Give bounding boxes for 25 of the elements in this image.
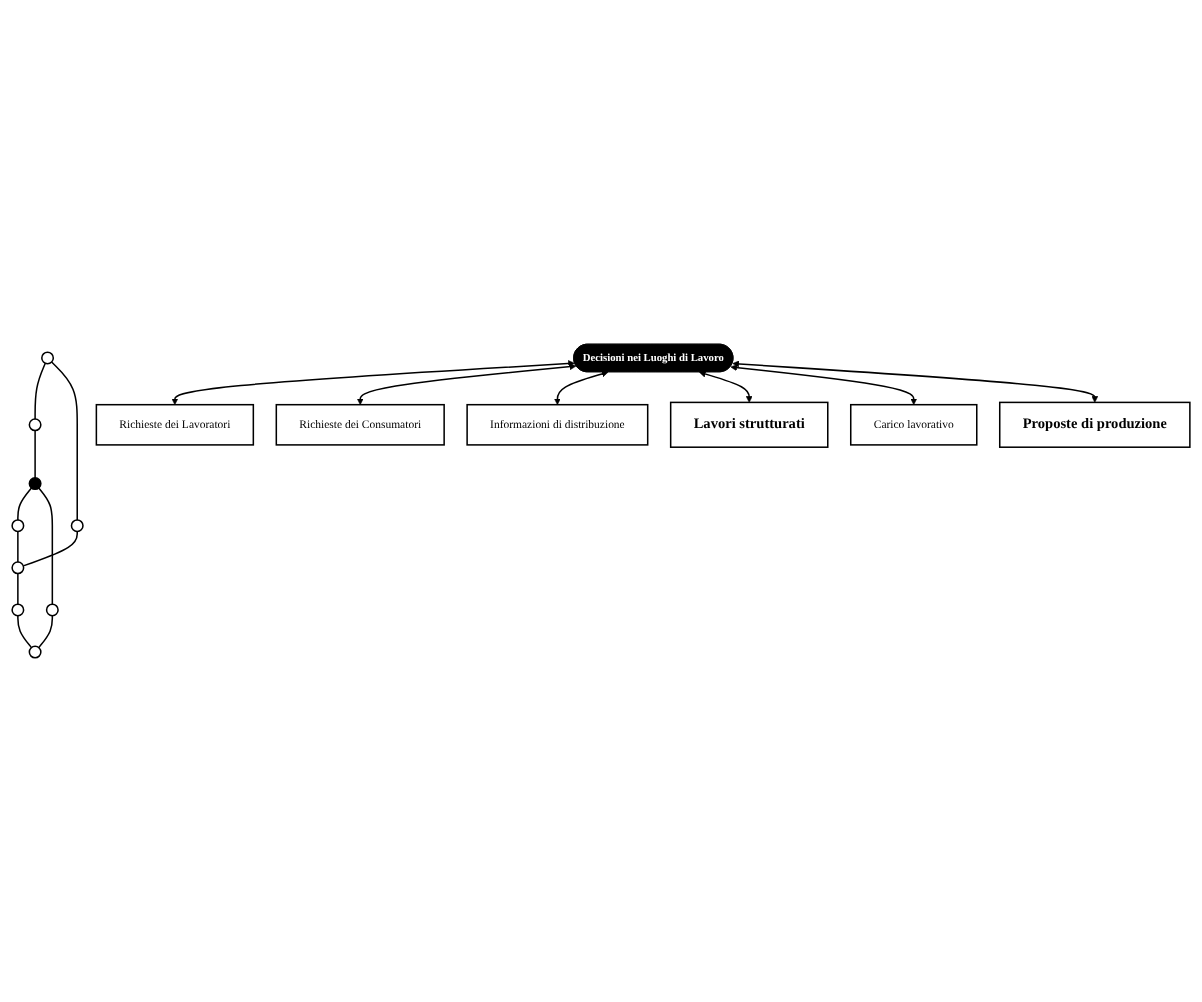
connector <box>37 487 54 605</box>
node-circle <box>11 603 25 617</box>
node-circle <box>11 519 25 533</box>
connector <box>17 487 33 521</box>
connector <box>34 362 47 420</box>
connector <box>17 614 33 649</box>
connector <box>37 614 54 649</box>
connector <box>34 429 36 479</box>
connector <box>22 530 78 567</box>
connector <box>17 530 19 563</box>
arrow <box>554 370 609 405</box>
node-circle <box>45 603 59 617</box>
arrow <box>356 363 577 405</box>
node-circle <box>70 519 84 533</box>
arrow <box>171 360 575 405</box>
arrow <box>732 360 1099 403</box>
node-circle <box>41 351 55 365</box>
connector <box>17 572 19 605</box>
node-circle <box>28 645 42 659</box>
arrow <box>730 364 918 405</box>
node-circle <box>28 418 42 432</box>
connector <box>50 361 78 521</box>
node-circle <box>28 477 42 491</box>
node-circle <box>11 561 25 575</box>
arrow <box>699 370 753 403</box>
